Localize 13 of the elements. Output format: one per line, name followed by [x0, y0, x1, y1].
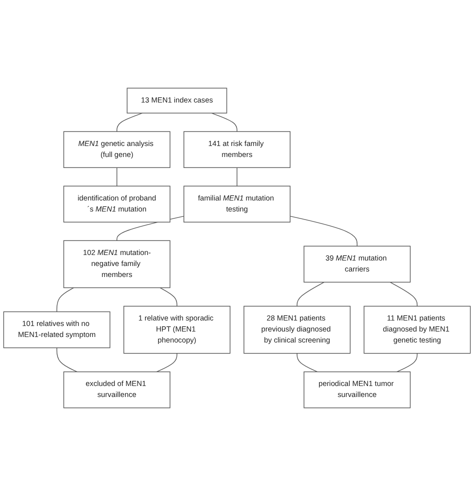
connector: [396, 352, 418, 372]
connector: [56, 287, 74, 312]
connector: [56, 347, 78, 372]
connector: [156, 352, 178, 372]
connector: [211, 112, 238, 132]
connector: [296, 352, 318, 372]
connector: [116, 112, 143, 132]
connector: [116, 167, 118, 186]
connector: [236, 167, 238, 186]
connector: [290, 216, 358, 246]
connector: [160, 287, 178, 307]
connector: [390, 282, 418, 307]
connector: [296, 282, 324, 307]
